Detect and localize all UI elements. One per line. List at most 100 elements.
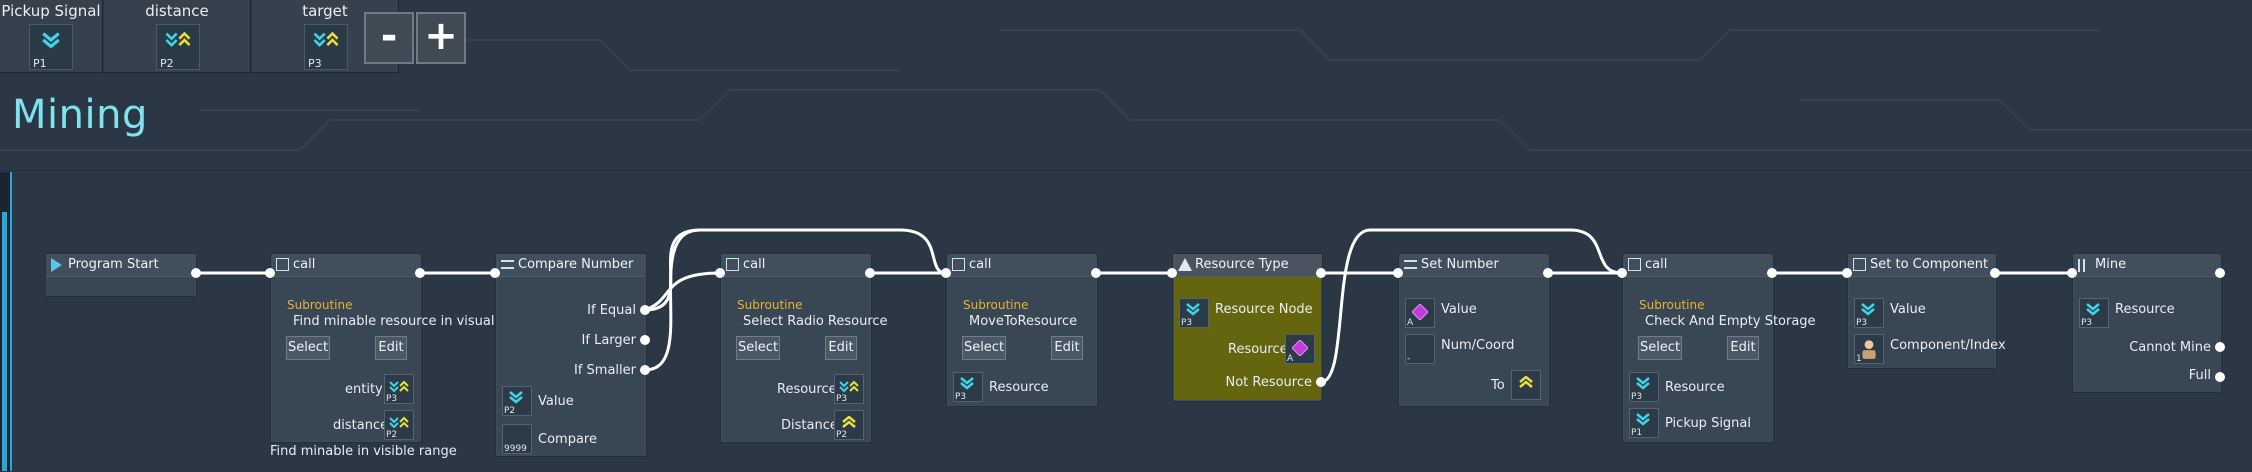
output-port[interactable] [415,268,425,278]
input-port[interactable] [490,268,500,278]
arg-slot[interactable]: P2 [834,410,864,440]
node-compare-number[interactable]: Compare Number If Equal If Larger If Sma… [495,253,647,457]
cyan-yellow-chevron-icon [839,380,859,393]
resource-slot[interactable]: P3 [2079,298,2109,328]
remove-param-button[interactable]: - [364,12,414,64]
node-resource-type[interactable]: Resource Type P3 Resource Node Resource … [1172,253,1323,402]
subroutine-name: Check And Empty Storage [1645,314,1816,329]
node-call-select-radio-resource[interactable]: call Subroutine Select Radio Resource Se… [720,253,888,443]
arg-slot[interactable]: P3 [384,374,414,404]
resource-slot[interactable]: A [1285,334,1315,364]
output-port-if-equal[interactable] [640,305,650,315]
output-port[interactable] [1543,268,1553,278]
output-port[interactable] [1990,268,2000,278]
param-label: Pickup Signal [1,2,101,20]
edit-button[interactable]: Edit [1051,336,1083,360]
edit-button[interactable]: Edit [375,336,407,360]
select-button[interactable]: Select [962,336,1006,360]
input-port[interactable] [265,268,275,278]
param-badge: P3 [308,57,322,70]
node-title: call [1645,257,1668,272]
value-slot[interactable]: A [1405,298,1435,328]
output-port-cannot-mine[interactable] [2215,342,2225,352]
param-slot[interactable]: P2 [156,24,200,70]
cyan-yellow-chevron-icon [313,31,339,47]
arg-slot[interactable]: P3 [834,374,864,404]
value-slot[interactable]: P3 [1854,298,1884,328]
param-label: target [302,2,348,20]
node-title: call [969,257,992,272]
node-program-start[interactable]: Program Start [45,253,197,297]
yellow-chevron-icon [842,416,856,428]
output-port-full[interactable] [2215,372,2225,382]
param-slot[interactable]: P1 [29,24,73,70]
input-port[interactable] [1842,268,1852,278]
node-header: Set to Component [1848,254,1996,277]
output-port[interactable] [2215,268,2225,278]
param-tab-target[interactable]: target P3 [252,0,399,73]
cyan-chevron-icon [1636,377,1650,390]
num-coord-slot[interactable]: - [1405,334,1435,364]
node-call-move-to-resource[interactable]: call Subroutine MoveToResource Select Ed… [946,253,1098,407]
compare-value: 9999 [504,444,527,454]
resource-node-slot[interactable]: P3 [1179,298,1209,328]
node-set-number[interactable]: Set Number A Value - Num/Coord To [1398,253,1550,407]
node-title: call [743,257,766,272]
output-port-not-resource[interactable] [1316,377,1326,387]
arg-slot[interactable]: P3 [953,372,983,402]
input-port[interactable] [1167,268,1177,278]
input-port[interactable] [941,268,951,278]
graph-canvas[interactable] [0,170,2252,472]
param-badge: P2 [160,57,174,70]
cyan-chevron-icon [2086,303,2100,316]
output-label: To [1491,378,1505,393]
input-port[interactable] [1617,268,1627,278]
select-button[interactable]: Select [286,336,330,360]
arg-slot[interactable]: P2 [384,410,414,440]
param-tab-pickup-signal[interactable]: Pickup Signal P1 [0,0,103,73]
add-param-button[interactable]: + [416,12,466,64]
cyan-yellow-chevron-icon [389,416,409,429]
compare-slot[interactable]: 9999 [502,424,532,454]
output-port[interactable] [191,268,201,278]
input-port[interactable] [715,268,725,278]
edit-button[interactable]: Edit [825,336,857,360]
output-port[interactable] [1316,268,1326,278]
arg-slot[interactable]: P1 [1629,408,1659,438]
arg-label: distance [333,418,389,433]
output-port-if-larger[interactable] [640,335,650,345]
page-title: Mining [12,92,148,138]
arg-slot[interactable]: P3 [1629,372,1659,402]
arg-label: Resource [989,380,1049,395]
edit-button[interactable]: Edit [1727,336,1759,360]
cyan-yellow-chevron-icon [389,380,409,393]
subroutine-label: Subroutine [963,298,1029,312]
mine-icon [2078,259,2085,272]
arg-badge: P2 [386,430,398,440]
node-comment: Find minable in visible range [270,444,457,459]
value-slot[interactable]: P2 [502,386,532,416]
cyan-chevron-icon [1636,413,1650,426]
input-label: Value [538,394,574,409]
left-scrollbar[interactable] [0,172,12,471]
output-port[interactable] [865,268,875,278]
to-slot[interactable] [1511,370,1541,400]
node-set-to-component[interactable]: Set to Component P3 Value 1 Component/In… [1847,253,2006,369]
output-port-if-smaller[interactable] [640,365,650,375]
node-call-check-empty-storage[interactable]: call Subroutine Check And Empty Storage … [1622,253,1816,443]
output-port[interactable] [1091,268,1101,278]
param-tab-distance[interactable]: distance P2 [104,0,251,73]
input-port[interactable] [1393,268,1403,278]
output-port[interactable] [1767,268,1777,278]
node-mine[interactable]: Mine P3 Resource Cannot Mine Full [2072,253,2222,393]
component-slot[interactable]: 1 [1854,334,1884,364]
output-label: If Larger [581,333,636,348]
select-button[interactable]: Select [1638,336,1682,360]
param-slot[interactable]: P3 [304,24,348,70]
node-call-find-resource[interactable]: call Subroutine Find minable resource in… [270,253,536,443]
select-button[interactable]: Select [736,336,780,360]
scrollbar-thumb[interactable] [2,212,7,471]
arg-label: Distance [781,418,838,433]
cyan-chevron-icon [960,377,974,390]
input-port[interactable] [2067,268,2077,278]
